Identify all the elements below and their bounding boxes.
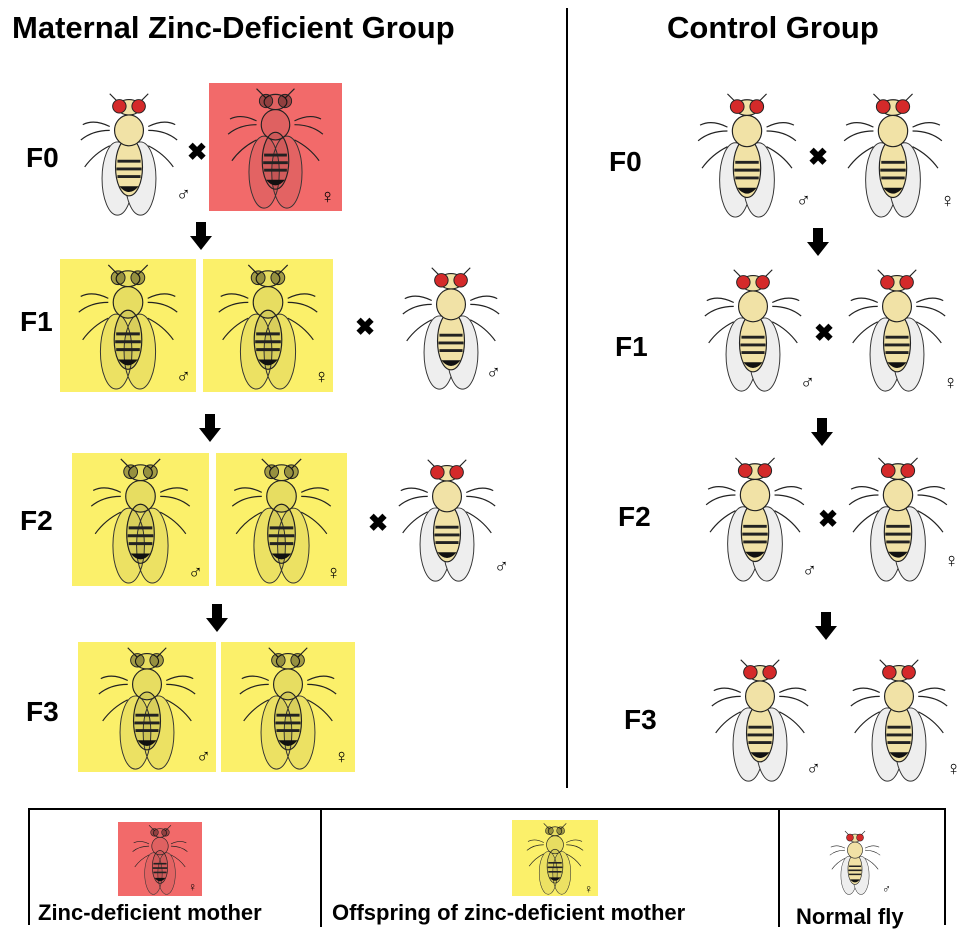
legend-label-offspring: Offspring of zinc-deficient mother [332,900,685,926]
female-symbol: ♀ [314,366,329,389]
down-arrow-icon [811,418,833,448]
right-group-title: Control Group [667,10,879,46]
gen-label-f0-right: F0 [609,146,642,178]
female-symbol: ♀ [943,372,958,395]
normal-fly-icon [64,88,194,218]
male-symbol: ♂ [188,562,203,585]
legend-offspring: ♀ Offspring of zinc-deficient mother [322,810,778,927]
gen-label-f1-left: F1 [20,306,53,338]
down-arrow-icon [807,228,829,258]
male-symbol: ♂ [806,758,821,781]
down-arrow-icon [206,604,228,634]
cross-icon: ✖ [187,141,207,165]
male-symbol: ♂ [802,560,817,583]
male-symbol: ♂ [796,190,811,213]
male-symbol: ♂ [800,372,815,395]
down-arrow-icon [190,222,212,252]
legend-label-mother: Zinc-deficient mother [38,900,262,926]
female-symbol: ♀ [334,746,349,769]
male-symbol: ♂ [882,882,891,896]
legend-normal: ♂ Normal fly [780,810,946,927]
female-symbol: ♀ [946,758,961,781]
female-symbol: ♀ [320,186,335,209]
gen-label-f2-right: F2 [618,501,651,533]
female-symbol: ♀ [940,190,955,213]
cross-icon: ✖ [355,316,375,340]
gen-label-f1-right: F1 [615,331,648,363]
group-divider [566,8,568,788]
down-arrow-icon [815,612,837,642]
male-symbol: ♂ [196,746,211,769]
gen-label-f3-right: F3 [624,704,657,736]
male-symbol: ♂ [176,184,191,207]
male-symbol: ♂ [176,366,191,389]
normal-fly-icon [836,654,962,784]
female-symbol: ♀ [188,880,197,894]
legend-label-normal: Normal fly [796,904,904,930]
gen-label-f2-left: F2 [20,505,53,537]
female-symbol: ♀ [326,562,341,585]
legend: ♀ Zinc-deficient mother ♀ Offspring of z… [28,808,946,925]
female-symbol: ♀ [944,550,959,573]
male-symbol: ♂ [494,556,509,579]
gen-label-f0-left: F0 [26,142,59,174]
male-symbol: ♂ [486,362,501,385]
normal-fly-icon [680,88,814,220]
down-arrow-icon [199,414,221,444]
gen-label-f3-left: F3 [26,696,59,728]
legend-zinc-deficient-mother: ♀ Zinc-deficient mother [30,810,320,927]
normal-fly-icon [820,828,890,896]
left-group-title: Maternal Zinc-Deficient Group [12,10,455,46]
female-symbol: ♀ [584,882,593,896]
normal-fly-icon [834,452,962,584]
